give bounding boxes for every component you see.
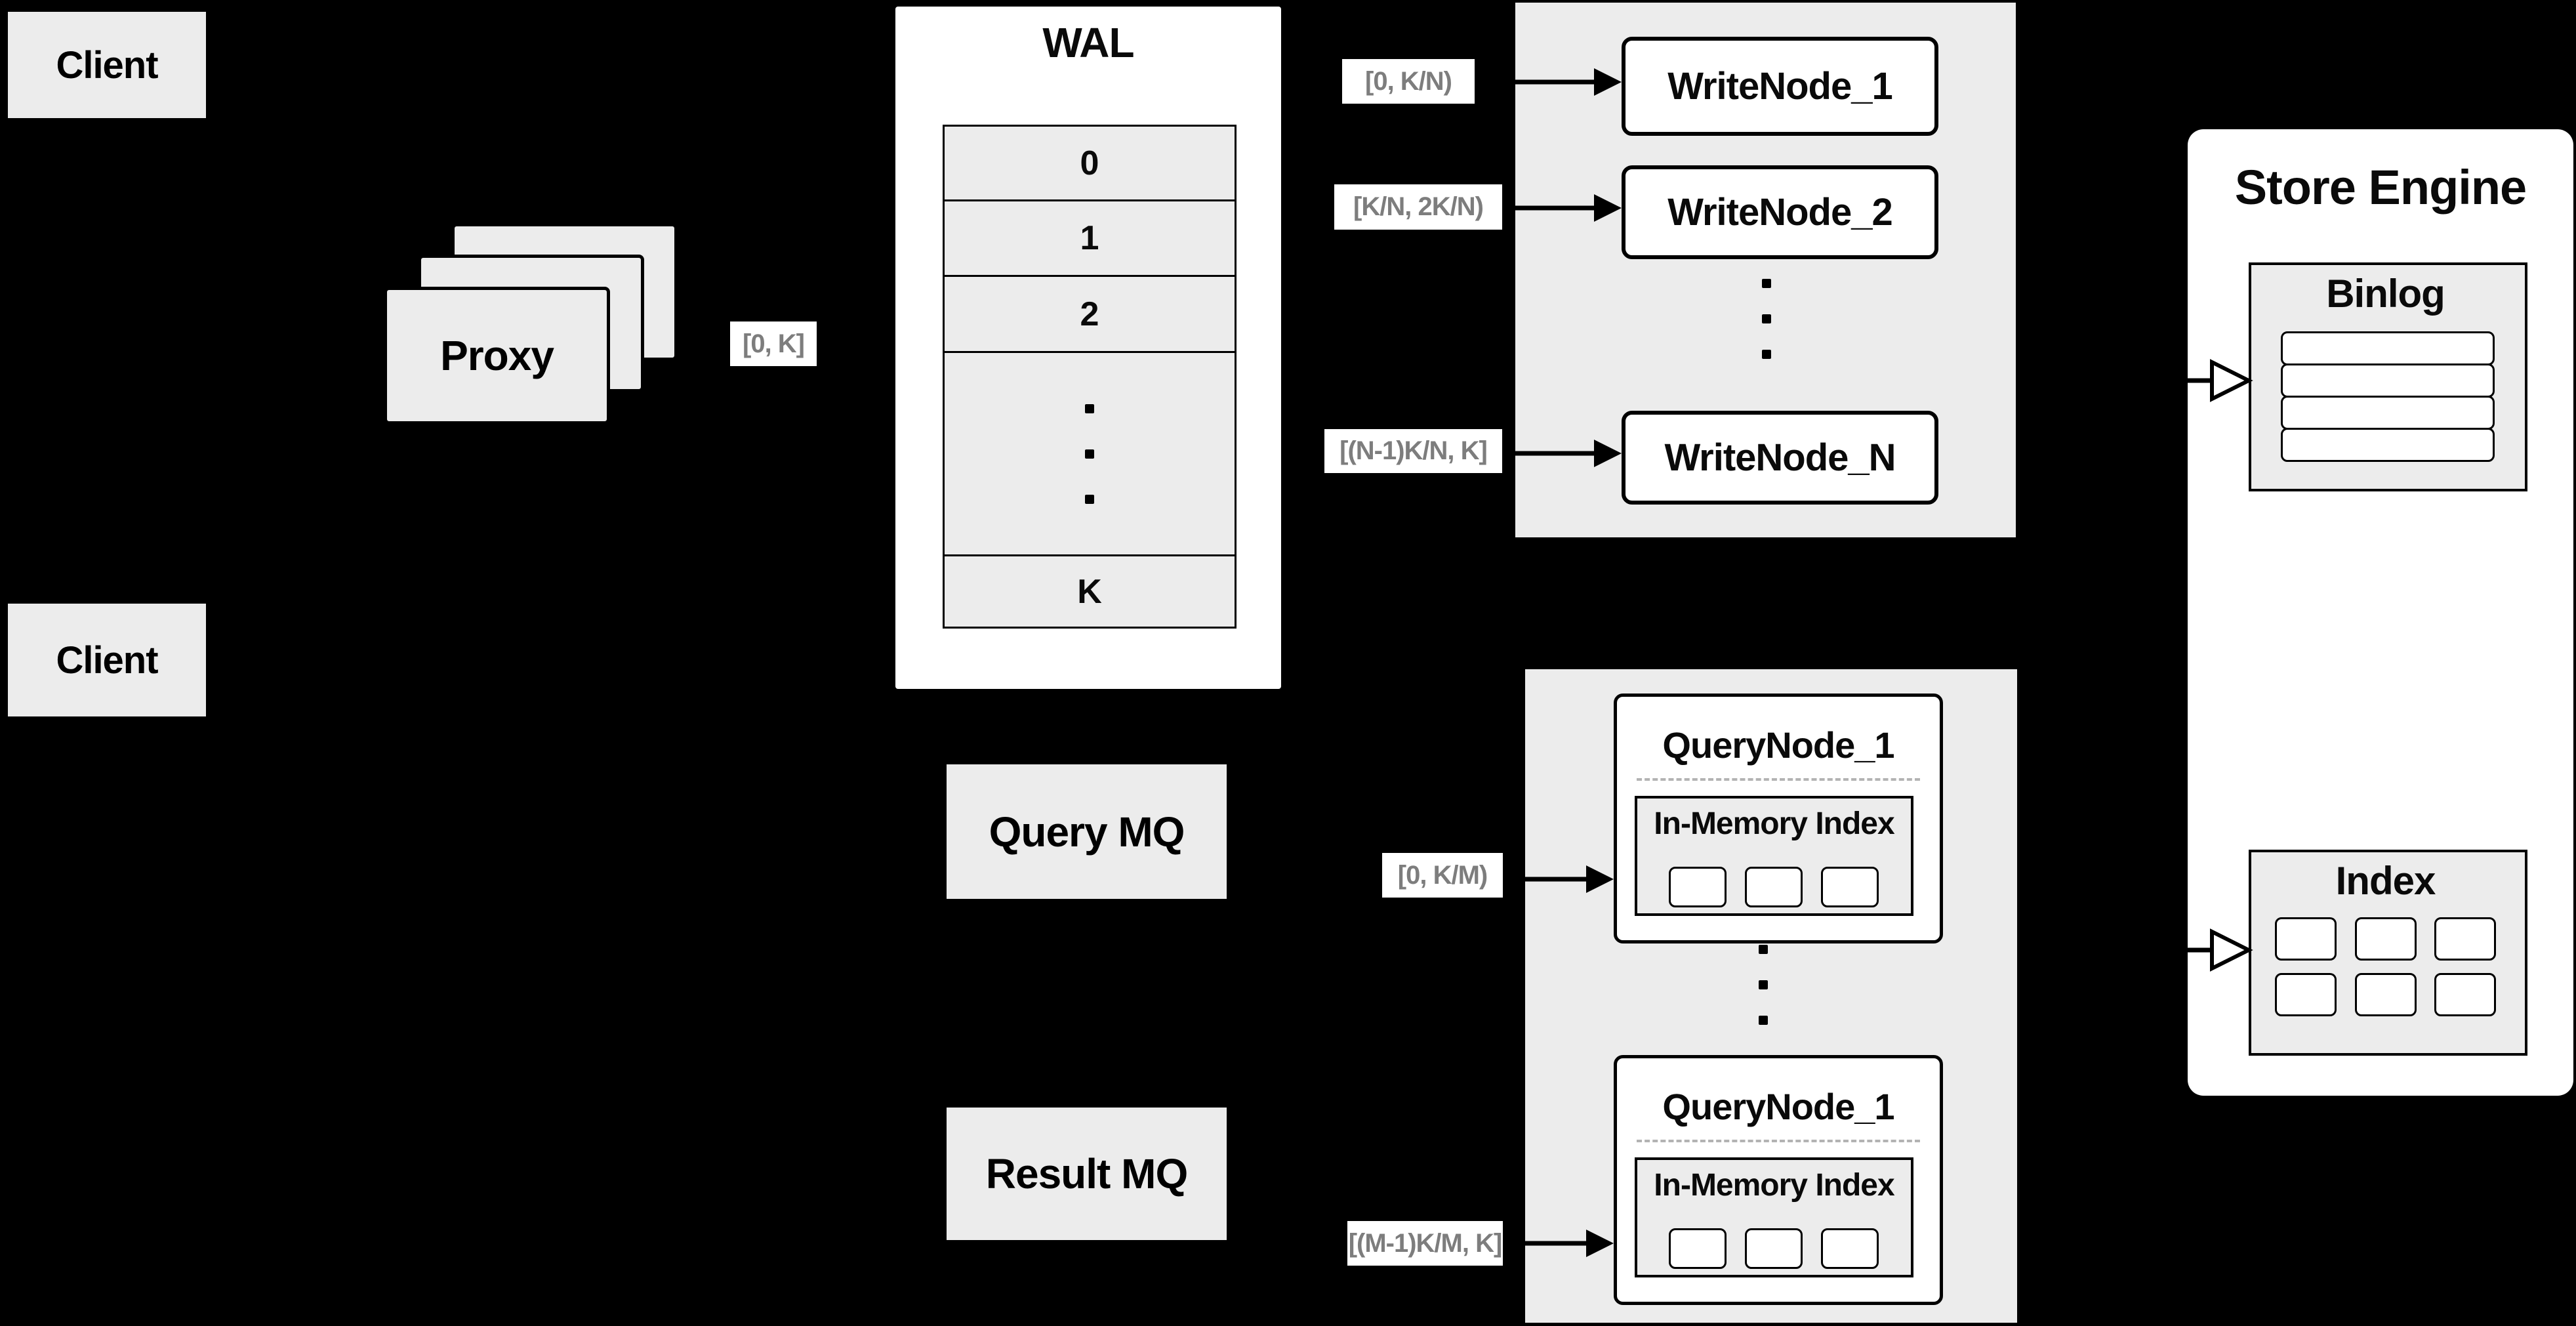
dot	[1762, 314, 1771, 323]
wal-row-1-text: 1	[1080, 219, 1099, 257]
in-memory-index-segments	[1669, 1228, 1879, 1269]
write-node-2-label: WriteNode_2	[1667, 191, 1892, 234]
index-segment	[1821, 867, 1879, 907]
dot	[1085, 404, 1094, 413]
index-segment-row	[2275, 973, 2496, 1016]
store-engine-title-text: Store Engine	[2234, 159, 2527, 215]
range-label-write-1: [0, K/N)	[1342, 59, 1475, 104]
query-node-top-title-text: QueryNode_1	[1662, 724, 1894, 766]
dot	[1759, 1016, 1768, 1025]
in-memory-index-title-text: In-Memory Index	[1654, 806, 1894, 841]
index-segment	[1745, 1228, 1803, 1269]
index-segment	[2434, 973, 2496, 1016]
wal-row-0: 0	[943, 125, 1237, 201]
index-segment-row	[2275, 917, 2496, 961]
query-node-bottom-title: QueryNode_1	[1617, 1083, 1940, 1129]
wal-segment-table: 0 1 2 K	[943, 125, 1237, 629]
binlog-segment	[2281, 396, 2495, 430]
dot	[1762, 279, 1771, 288]
wal-row-2: 2	[943, 277, 1237, 353]
in-memory-index-box: In-Memory Index	[1635, 1157, 1913, 1277]
binlog-segments	[2281, 331, 2495, 462]
range-label-proxy-to-wal-text: [0, K]	[743, 329, 805, 358]
query-node-bottom-title-text: QueryNode_1	[1662, 1085, 1894, 1127]
wal-row-2-text: 2	[1080, 295, 1099, 333]
wal-title: WAL	[895, 19, 1281, 66]
result-mq-label: Result MQ	[985, 1150, 1188, 1197]
query-mq-label: Query MQ	[989, 808, 1185, 856]
index-segment	[1669, 1228, 1727, 1269]
ellipsis-dots	[1085, 404, 1094, 504]
ellipsis-dots	[1759, 945, 1768, 1025]
range-label-query-m: [(M-1)K/M, K]	[1347, 1221, 1503, 1266]
wal-row-ellipsis	[943, 353, 1237, 556]
dot	[1759, 980, 1768, 989]
dot	[1759, 945, 1768, 954]
query-node-top-title: QueryNode_1	[1617, 722, 1940, 768]
index-segment	[2434, 917, 2496, 961]
binlog-segment	[2281, 428, 2495, 462]
dashed-divider	[1637, 778, 1920, 781]
wal-title-text: WAL	[1042, 19, 1134, 66]
write-node-n: WriteNode_N	[1622, 411, 1938, 505]
in-memory-index-box: In-Memory Index	[1635, 796, 1913, 916]
range-label-proxy-to-wal: [0, K]	[730, 321, 817, 366]
binlog-segment	[2281, 363, 2495, 398]
in-memory-index-title: In-Memory Index	[1637, 804, 1911, 843]
client-box-top: Client	[8, 12, 206, 118]
proxy-box: Proxy	[384, 287, 610, 425]
index-segment	[2275, 917, 2337, 961]
index-segment	[2354, 973, 2417, 1016]
dot	[1085, 494, 1094, 504]
client-bottom-label: Client	[56, 638, 158, 682]
write-node-n-label: WriteNode_N	[1664, 436, 1896, 479]
index-segment	[1669, 867, 1727, 907]
range-label-write-2: [K/N, 2K/N)	[1334, 184, 1502, 230]
write-node-1: WriteNode_1	[1622, 37, 1938, 136]
index-title-text: Index	[2335, 858, 2436, 903]
range-label-write-n: [(N-1)K/N, K]	[1324, 429, 1502, 473]
range-label-write-2-text: [K/N, 2K/N)	[1353, 192, 1484, 221]
index-segment	[1821, 1228, 1879, 1269]
in-memory-index-title-text: In-Memory Index	[1654, 1167, 1894, 1203]
wal-row-k: K	[943, 556, 1237, 629]
dot	[1085, 449, 1094, 459]
wal-row-1: 1	[943, 201, 1237, 277]
range-label-query-1-text: [0, K/M)	[1397, 860, 1488, 890]
client-top-label: Client	[56, 43, 158, 87]
index-title: Index	[2249, 858, 2522, 903]
wal-row-0-text: 0	[1080, 144, 1099, 182]
index-segment	[2354, 917, 2417, 961]
range-label-write-1-text: [0, K/N)	[1365, 66, 1452, 96]
client-box-bottom: Client	[8, 604, 206, 716]
binlog-title: Binlog	[2249, 270, 2522, 316]
write-node-1-label: WriteNode_1	[1667, 65, 1892, 108]
query-node-top: QueryNode_1 In-Memory Index	[1614, 694, 1943, 943]
binlog-segment	[2281, 331, 2495, 365]
store-engine-title: Store Engine	[2188, 159, 2573, 215]
dashed-divider	[1637, 1140, 1920, 1142]
result-mq-box: Result MQ	[947, 1108, 1227, 1240]
proxy-label: Proxy	[440, 332, 554, 379]
in-memory-index-segments	[1669, 867, 1879, 907]
range-label-write-n-text: [(N-1)K/N, K]	[1339, 436, 1488, 465]
dot	[1762, 350, 1771, 359]
range-label-query-1: [0, K/M)	[1382, 853, 1503, 898]
index-segment	[1745, 867, 1803, 907]
wal-row-k-text: K	[1077, 572, 1102, 611]
query-mq-box: Query MQ	[947, 764, 1227, 899]
index-segment	[2275, 973, 2337, 1016]
range-label-query-m-text: [(M-1)K/M, K]	[1348, 1228, 1503, 1258]
in-memory-index-title: In-Memory Index	[1637, 1165, 1911, 1205]
write-node-2: WriteNode_2	[1622, 165, 1938, 259]
query-node-bottom: QueryNode_1 In-Memory Index	[1614, 1055, 1943, 1305]
binlog-title-text: Binlog	[2326, 271, 2445, 316]
ellipsis-dots	[1762, 279, 1771, 359]
